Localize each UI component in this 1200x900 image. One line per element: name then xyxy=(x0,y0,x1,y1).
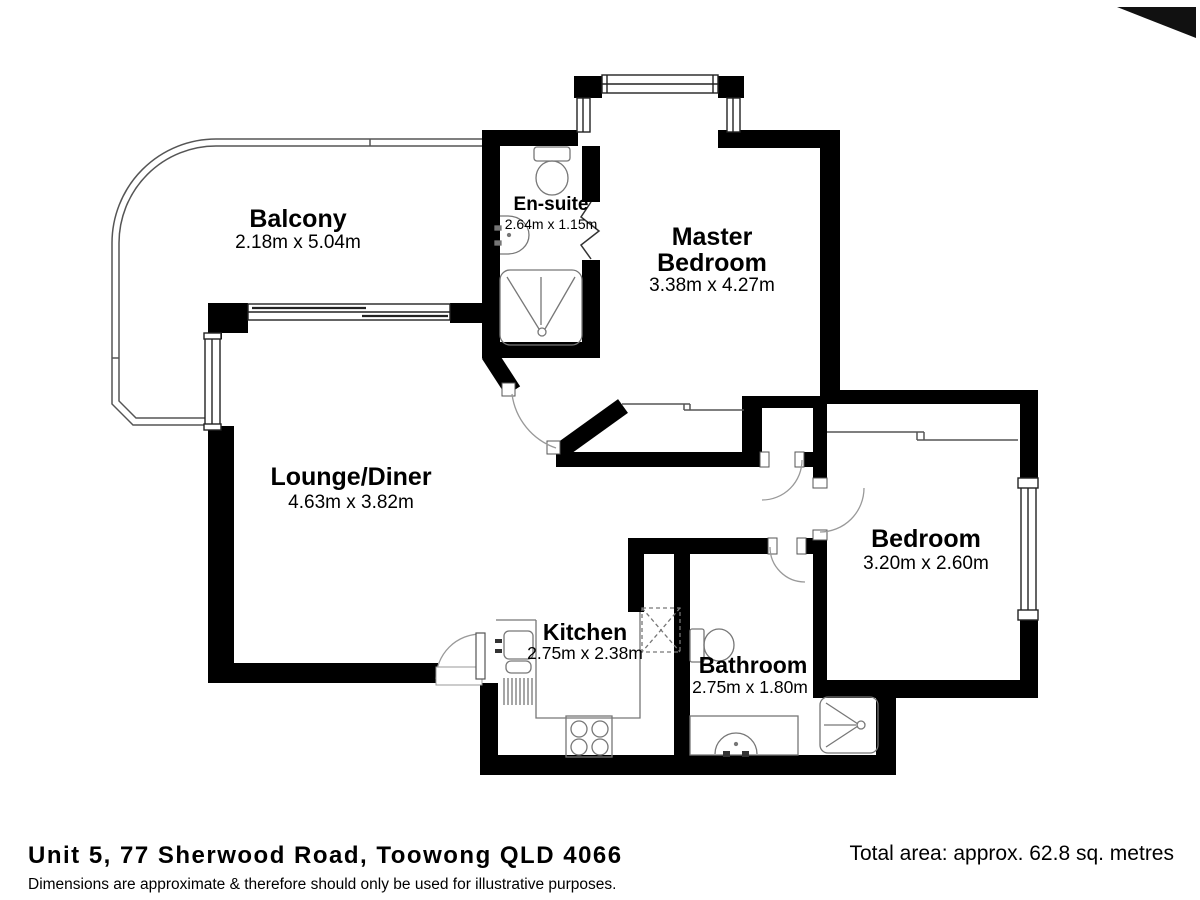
bedroom-window xyxy=(1017,477,1039,621)
ensuite-shower xyxy=(499,269,583,346)
wall-bathroom-top xyxy=(628,538,770,554)
svg-text:Lounge/Diner: Lounge/Diner xyxy=(270,463,431,491)
front-door-leaf xyxy=(475,632,486,680)
windows xyxy=(203,74,1039,621)
walls xyxy=(208,76,1038,775)
kitchen-cupboard-dashed xyxy=(641,607,681,653)
bedroom-label: Bedroom 3.20m x 2.60m xyxy=(863,525,989,574)
svg-text:Bedroom: Bedroom xyxy=(657,249,767,277)
ensuite-sink xyxy=(494,215,530,255)
wall-master-south-east xyxy=(742,396,820,408)
wall-master-right xyxy=(820,130,840,404)
wall-shower-right xyxy=(876,680,896,775)
wall-wardrobe-back xyxy=(556,452,762,467)
kitchen-label: Kitchen 2.75m x 2.38m xyxy=(527,619,643,663)
svg-text:4.63m x 3.82m: 4.63m x 3.82m xyxy=(288,492,414,513)
wall-bedroom-right-lower xyxy=(1020,612,1038,698)
fixtures xyxy=(494,146,879,758)
footer-disclaimer: Dimensions are approximate & therefore s… xyxy=(28,876,616,893)
svg-text:Kitchen: Kitchen xyxy=(543,619,627,645)
ensuite-bifold-door xyxy=(579,201,601,260)
svg-text:Bathroom: Bathroom xyxy=(699,652,808,678)
doors xyxy=(435,201,865,686)
wall-ensuite-right-upper xyxy=(582,146,600,202)
bedroom-wardrobe-front xyxy=(827,431,1018,441)
master-bay-window xyxy=(576,74,741,133)
master-door-jamb xyxy=(501,382,516,397)
lounge-label: Lounge/Diner 4.63m x 3.82m xyxy=(270,463,431,513)
balcony-rail-inner xyxy=(118,145,482,419)
wall-ensuite-left xyxy=(482,130,500,356)
bathroom-door-arc xyxy=(769,546,806,583)
room-labels: Balcony 2.18m x 5.04m En-suite 2.64m x 1… xyxy=(235,194,989,697)
wall-bedroom-right-upper xyxy=(1020,390,1038,486)
bathroom-toilet xyxy=(689,628,735,663)
wall-bay-post-right xyxy=(718,76,744,98)
wall-kitchen-left xyxy=(480,683,498,775)
bedroom-door-jamb xyxy=(812,477,828,489)
wall-ensuite-bottom xyxy=(482,342,600,358)
svg-text:Bedroom: Bedroom xyxy=(871,525,981,553)
bedroom-door-arc xyxy=(819,487,865,533)
bathroom-label: Bathroom 2.75m x 1.80m xyxy=(692,652,808,697)
wall-kitchen-ne xyxy=(628,538,644,612)
balcony-railing xyxy=(111,138,482,426)
svg-text:2.75m x 2.38m: 2.75m x 2.38m xyxy=(527,643,643,663)
wall-bedroom-bottom xyxy=(813,680,1038,698)
door-jambs xyxy=(501,382,828,555)
wall-ensuite-top xyxy=(482,130,578,146)
closet-door-jamb xyxy=(759,451,770,468)
wall-lounge-left xyxy=(208,426,234,683)
svg-text:3.20m x 2.60m: 3.20m x 2.60m xyxy=(863,553,989,574)
wall-master-top xyxy=(718,130,840,148)
master-wardrobe-front xyxy=(622,403,744,411)
wall-window-end xyxy=(450,303,484,323)
wall-ensuite-right-lower xyxy=(582,260,600,348)
footer-total-area: Total area: approx. 62.8 sq. metres xyxy=(849,842,1174,865)
wall-bathroom-left xyxy=(674,554,690,755)
svg-text:En-suite: En-suite xyxy=(514,194,589,215)
master-door-arc xyxy=(511,393,557,449)
ensuite-toilet xyxy=(533,146,571,196)
wall-hall-east-upper xyxy=(813,404,827,480)
svg-text:2.18m x 5.04m: 2.18m x 5.04m xyxy=(235,232,361,253)
wall-bottom xyxy=(480,755,896,775)
kitchen-counter xyxy=(496,612,641,719)
kitchen-sink xyxy=(495,630,534,705)
wall-bay-post-left xyxy=(574,76,602,98)
master-bedroom-label: Master Bedroom 3.38m x 4.27m xyxy=(649,223,775,296)
wall-diagonal-master xyxy=(554,399,628,459)
bathroom-shower xyxy=(819,696,879,754)
wall-bedroom-top xyxy=(820,390,1038,404)
bedroom-door-jamb xyxy=(812,529,828,541)
svg-text:2.64m x 1.15m: 2.64m x 1.15m xyxy=(505,216,598,232)
kitchen-cooktop xyxy=(565,715,613,758)
svg-text:Master: Master xyxy=(672,223,753,251)
wall-lounge-bottom xyxy=(208,663,438,683)
svg-text:2.75m x 1.80m: 2.75m x 1.80m xyxy=(692,677,808,697)
svg-text:Balcony: Balcony xyxy=(249,205,346,233)
closet-door-jamb xyxy=(794,451,805,468)
wall-wardrobe-right xyxy=(742,402,762,467)
wall-hall-east-lower xyxy=(813,532,827,682)
balcony-rail-outer xyxy=(111,138,482,426)
closet-door-arc xyxy=(761,459,803,501)
wardrobes xyxy=(622,403,1018,441)
footer: Unit 5, 77 Sherwood Road, Toowong QLD 40… xyxy=(28,842,1174,893)
lounge-balcony-window xyxy=(247,303,451,321)
lounge-left-window xyxy=(203,332,222,431)
balcony-label: Balcony 2.18m x 5.04m xyxy=(235,205,361,253)
footer-address: Unit 5, 77 Sherwood Road, Toowong QLD 40… xyxy=(28,842,623,869)
corner-logo-triangle xyxy=(1117,7,1196,38)
bathroom-door-jamb xyxy=(767,537,778,555)
wall-lounge-top-corner xyxy=(208,303,248,333)
svg-text:3.38m x 4.27m: 3.38m x 4.27m xyxy=(649,275,775,296)
bathroom-vanity xyxy=(689,715,799,757)
bathroom-door-jamb xyxy=(796,537,807,555)
front-door-threshold xyxy=(435,666,483,686)
ensuite-label: En-suite 2.64m x 1.15m xyxy=(505,194,598,232)
door-arcs xyxy=(435,393,865,680)
wall-bathroom-top-jamb xyxy=(806,538,827,554)
